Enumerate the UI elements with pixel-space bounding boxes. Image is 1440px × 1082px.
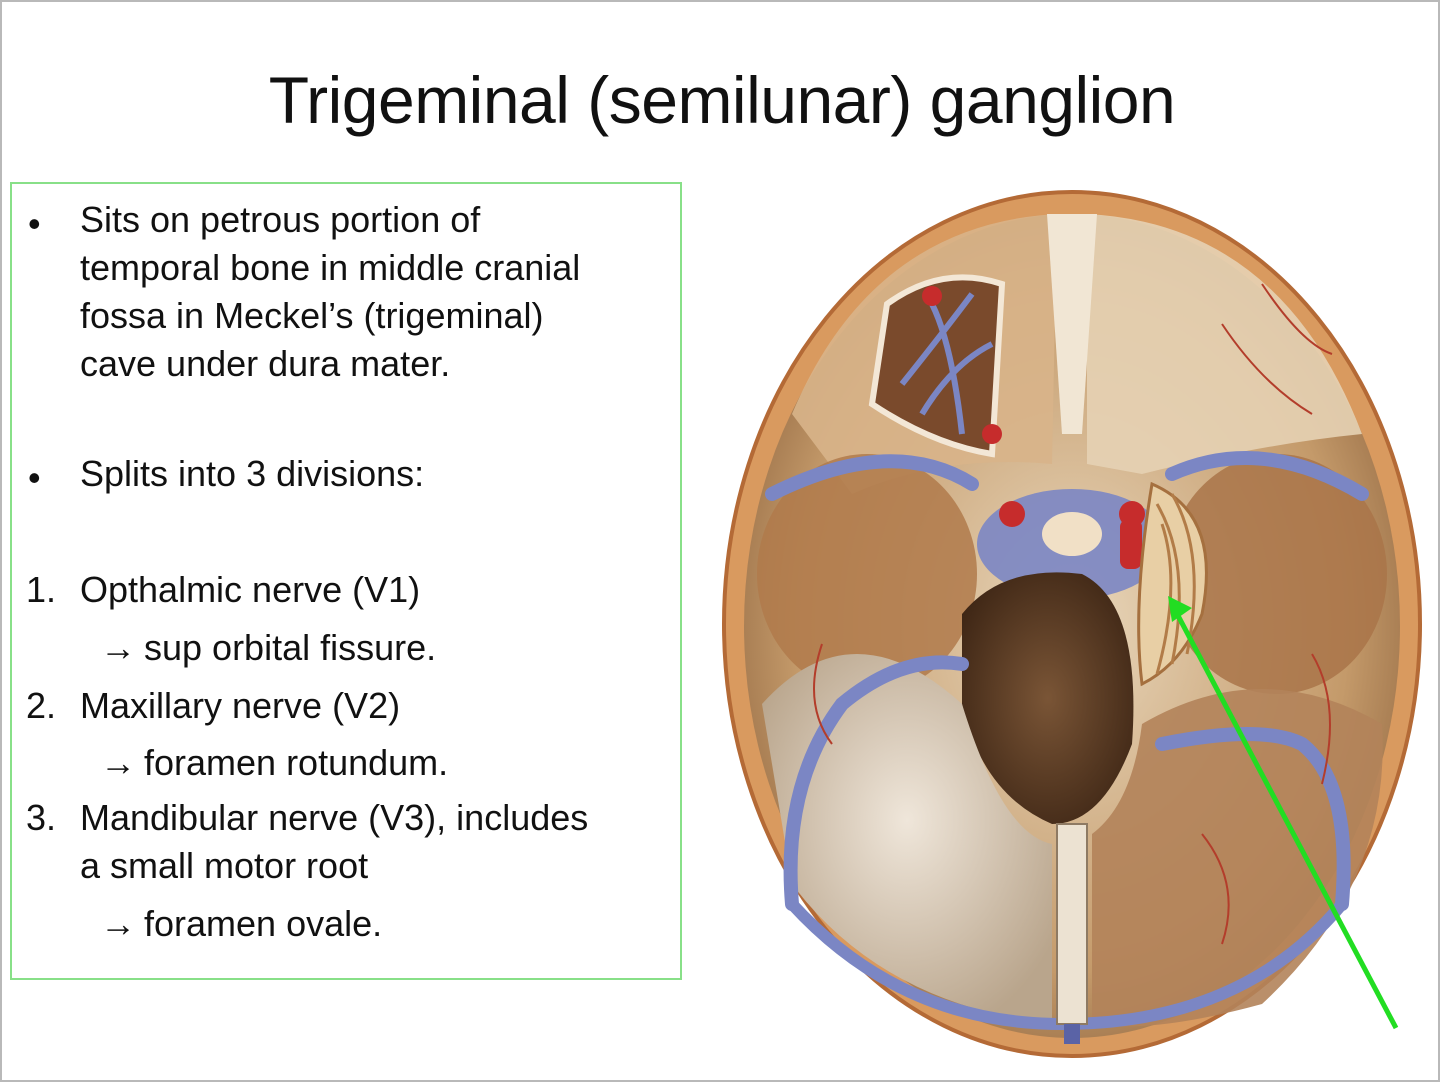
destination-text: foramen ovale. (144, 903, 383, 944)
division-number: 2. (26, 685, 57, 726)
sphenoparietal-sinus-left (765, 454, 979, 501)
posterior-fossa-opening (962, 572, 1134, 824)
carotid-artery-left (999, 501, 1025, 527)
orbital-artery-stump (922, 286, 942, 306)
transverse-sinus-left (783, 655, 969, 911)
sphenoparietal-sinus-right (1165, 451, 1369, 501)
bullet-text-ganglion-location: Sits on petrous portion of temporal bone… (80, 196, 670, 388)
sella-turcica (1042, 512, 1102, 556)
middle-fossa-right (1167, 454, 1387, 694)
division-line: Mandibular nerve (V3), includes (80, 797, 589, 838)
pointer-arrow (1171, 606, 1399, 1030)
anterior-fossa-right (1087, 214, 1362, 474)
destination-text: sup orbital fissure. (144, 627, 437, 668)
transverse-sinus-right (1155, 727, 1351, 911)
right-arrow-icon: → (100, 903, 136, 944)
division-destination-v1: →sup orbital fissure. (100, 624, 436, 672)
division-line: Maxillary nerve (V2) (80, 685, 401, 726)
division-line: a small motor root (80, 845, 369, 886)
slide-title: Trigeminal (semilunar) ganglion (268, 63, 1176, 137)
destination-text: foramen rotundum. (144, 742, 449, 783)
pointer-arrow-head (1168, 596, 1192, 622)
right-arrow-icon: → (100, 627, 136, 668)
right-arrow-icon: → (100, 742, 136, 783)
division-name-v2: Maxillary nerve (V2) (80, 682, 670, 730)
bullet-text-divisions: Splits into 3 divisions: (80, 450, 670, 498)
bullet-line: temporal bone in middle cranial (80, 247, 581, 288)
division-line: Opthalmic nerve (V1) (80, 569, 421, 610)
bullet-line: Sits on petrous portion of (80, 199, 481, 240)
skull-base-illustration (722, 190, 1422, 1058)
crista-galli (1047, 214, 1097, 434)
posterior-fossa-left (762, 654, 1052, 1024)
content-textbox: • Sits on petrous portion of temporal bo… (10, 182, 682, 980)
division-name-v3: Mandibular nerve (V3), includes a small … (80, 794, 670, 890)
orbital-artery-stump (982, 424, 1002, 444)
middle-fossa-left (757, 454, 977, 694)
orbital-window (868, 274, 1006, 458)
dural-vessels (813, 283, 1333, 945)
division-name-v1: Opthalmic nerve (V1) (80, 566, 670, 614)
carotid-artery-segment (1120, 519, 1142, 569)
bullet-line: fossa in Meckel’s (trigeminal) (80, 295, 544, 336)
division-destination-v2: →foramen rotundum. (100, 739, 448, 787)
orbital-vessels (899, 292, 994, 435)
bullet-marker: • (28, 203, 41, 244)
bullet-line: Splits into 3 divisions: (80, 453, 425, 494)
division-destination-v3: →foramen ovale. (100, 900, 382, 948)
bullet-line: cave under dura mater. (80, 343, 451, 384)
trigeminal-fibres (1155, 493, 1196, 675)
bullet-marker: • (28, 457, 41, 498)
division-number: 1. (26, 569, 57, 610)
division-number: 3. (26, 797, 57, 838)
straight-sinus-fold (1056, 823, 1088, 1025)
